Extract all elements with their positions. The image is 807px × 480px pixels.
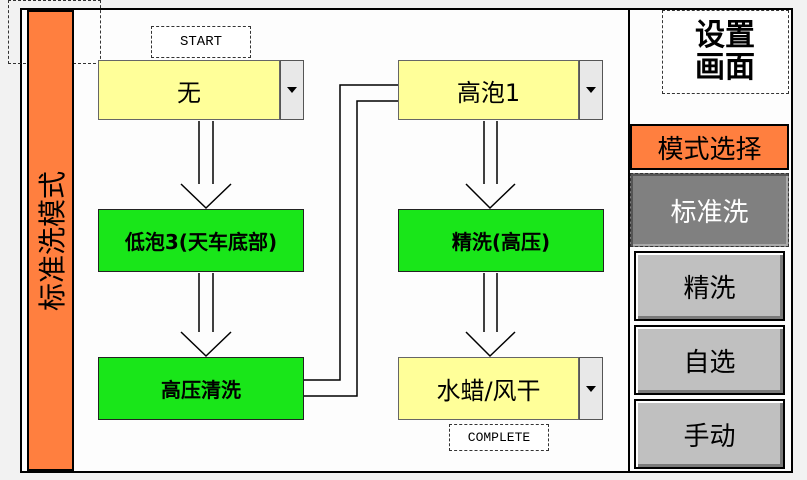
settings-outline [662, 10, 789, 94]
divider [72, 10, 74, 471]
settings-screen-button[interactable]: 设置 画面 [670, 14, 780, 90]
start-tag: START [151, 26, 251, 58]
settings-screen-label: 设置 画面 [695, 18, 755, 85]
mode-button-standard[interactable]: 标准洗 [630, 173, 789, 247]
chevron-down-icon [586, 385, 596, 392]
step1-dropdown-button[interactable] [280, 60, 304, 120]
step2-box: 低泡3(天车底部) [98, 209, 304, 272]
mode-button-custom[interactable]: 自选 [634, 325, 785, 395]
flow-connector [304, 84, 398, 397]
down-arrow-icon [465, 121, 516, 210]
step1-select[interactable]: 无 [98, 60, 280, 120]
down-arrow-icon [180, 273, 232, 358]
down-arrow-icon [180, 121, 232, 210]
step5-box: 精洗(高压) [398, 209, 604, 272]
step6-select[interactable]: 水蜡/风干 [398, 357, 579, 420]
chevron-down-icon [586, 87, 596, 93]
mode-button-manual[interactable]: 手动 [634, 399, 785, 469]
step6-dropdown-button[interactable] [579, 357, 603, 420]
complete-tag: COMPLETE [449, 424, 549, 451]
divider [628, 10, 630, 471]
mode-select-title: 模式选择 [630, 124, 789, 170]
chevron-down-icon [287, 87, 297, 93]
step3-box: 高压清洗 [98, 357, 304, 420]
step4-dropdown-button[interactable] [579, 60, 603, 120]
step4-select[interactable]: 高泡1 [398, 60, 579, 120]
down-arrow-icon [465, 273, 516, 358]
mode-button-fine[interactable]: 精洗 [634, 251, 785, 321]
